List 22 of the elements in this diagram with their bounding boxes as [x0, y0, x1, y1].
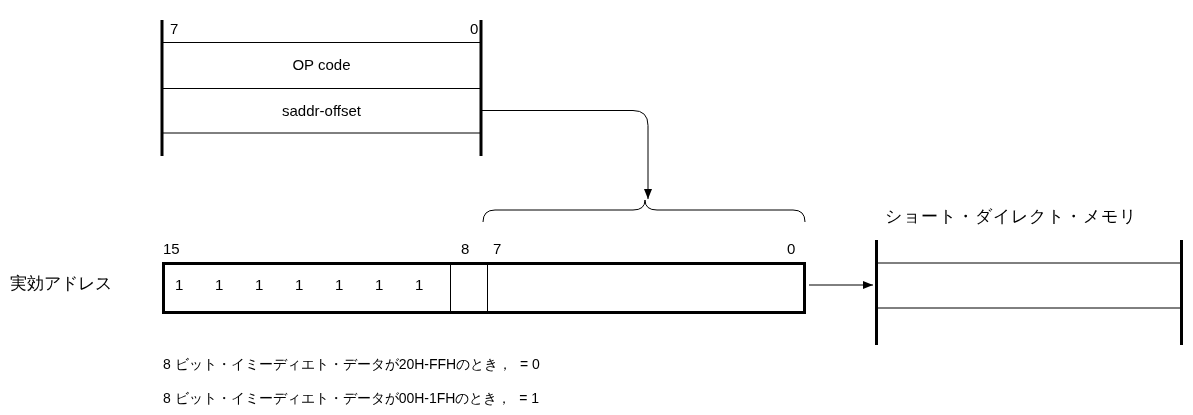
field-name: OP code — [291, 56, 352, 74]
field-name: saddr-offset — [281, 102, 362, 120]
bit-value: 1 — [415, 276, 424, 294]
bit-value: 1 — [215, 276, 224, 294]
arrow — [481, 110, 652, 200]
condition-note: 8 ビット・イミーディエト・データが00H-1FHのとき， = 1 — [163, 389, 540, 407]
arrow — [808, 281, 874, 289]
bit-value: 1 — [335, 276, 344, 294]
register-label: 実効アドレス — [10, 275, 112, 293]
bit-number: 8 — [461, 240, 470, 258]
address-register-box — [162, 262, 806, 314]
condition-note: 8 ビット・イミーディエト・データが20H-FFHのとき， = 0 — [163, 355, 540, 373]
bit-value: 1 — [295, 276, 304, 294]
bit-number: 15 — [163, 240, 180, 258]
bit-number: 0 — [470, 20, 479, 38]
bit-value: 1 — [175, 276, 184, 294]
bit-value: 1 — [375, 276, 384, 294]
memory-title: ショート・ダイレクト・メモリ — [885, 208, 1137, 226]
bit-number: 7 — [170, 20, 179, 38]
bit-number: 7 — [493, 240, 502, 258]
bit-number: 0 — [787, 240, 796, 258]
bit-value: 1 — [255, 276, 264, 294]
